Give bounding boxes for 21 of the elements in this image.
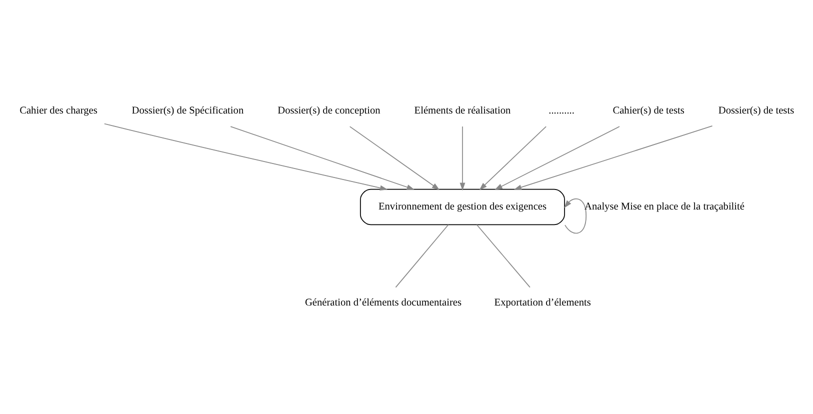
node-text: Dossier(s) de conception <box>278 106 380 117</box>
node-text: .......... <box>548 106 574 117</box>
arrow <box>460 126 466 191</box>
node-text: Dossier(s) de tests <box>718 106 794 117</box>
connector <box>395 224 449 288</box>
edge-label: Analyse Mise en place de la traçabilité <box>584 202 745 213</box>
node-box: Environnement de gestion des exigences <box>360 188 565 226</box>
arrow <box>349 126 440 190</box>
arrow <box>230 126 415 190</box>
arrow <box>514 126 713 190</box>
node-text: Dossier(s) de Spécification <box>132 106 244 117</box>
arrow <box>494 126 620 190</box>
arrow <box>564 198 587 234</box>
node-text: Exportation d’élements <box>494 298 591 309</box>
arrow <box>104 123 388 191</box>
connector <box>476 224 530 288</box>
node-text: Génération d’éléments documentaires <box>304 298 462 309</box>
node-text: Cahier(s) de tests <box>612 106 684 117</box>
node-text: Cahier des charges <box>20 106 98 117</box>
node-text: Eléments de réalisation <box>414 106 511 117</box>
arrow <box>479 126 546 190</box>
